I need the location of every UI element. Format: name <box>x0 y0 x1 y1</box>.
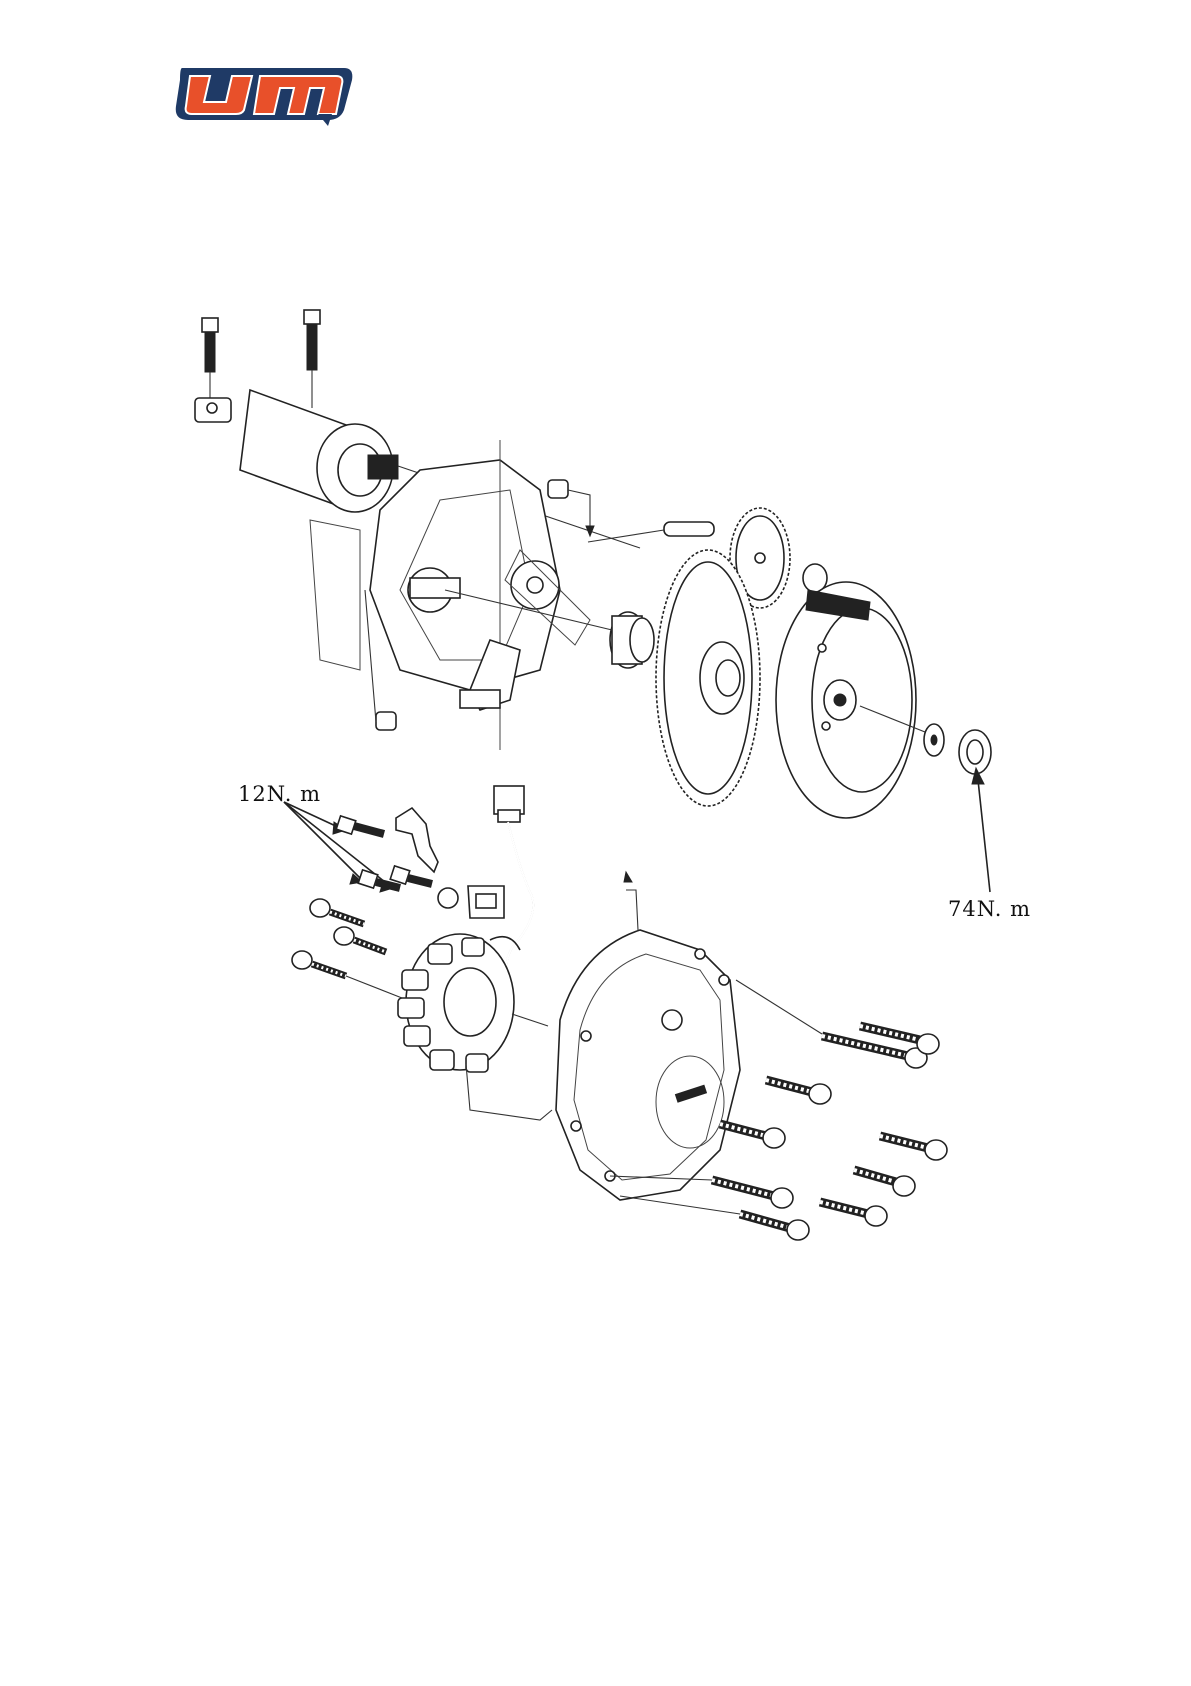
cover-bolt-9 <box>740 1214 809 1240</box>
um-logo <box>168 58 358 128</box>
cover-bolt-5 <box>880 1136 947 1160</box>
cover-bolt-3 <box>766 1080 831 1104</box>
generator-cover <box>556 930 740 1200</box>
dowel-pin-top <box>548 480 568 498</box>
wire-clamp <box>396 808 438 872</box>
flywheel-nut <box>959 730 991 774</box>
needle-bearing <box>610 612 654 668</box>
cover-bolt-7 <box>712 1180 793 1208</box>
cover-bolt-8 <box>820 1202 887 1226</box>
idle-gear-shaft <box>664 522 714 536</box>
stator <box>398 934 520 1072</box>
cover-bolt-4 <box>720 1124 785 1148</box>
torque-label-stator-bolts: 12N. m <box>238 782 321 806</box>
connector-harness <box>494 786 533 980</box>
pickup-coil <box>438 886 504 918</box>
stator-bolt-2 <box>334 927 386 952</box>
starter-bolt-left <box>202 318 218 402</box>
exploded-parts-diagram <box>0 290 1191 1390</box>
dowel-pin-bottom <box>376 712 396 730</box>
flywheel-rotor <box>776 582 916 818</box>
torque-label-flywheel-nut: 74N. m <box>948 897 1031 921</box>
pickup-bolt-3 <box>390 866 432 884</box>
cover-bolt-6 <box>854 1170 915 1196</box>
starter-bolt-right <box>304 310 320 408</box>
pickup-bolt-1 <box>336 816 384 834</box>
stator-bolt-1 <box>310 899 364 924</box>
starter-driven-gear <box>656 550 760 806</box>
stator-bolt-3 <box>292 951 346 976</box>
